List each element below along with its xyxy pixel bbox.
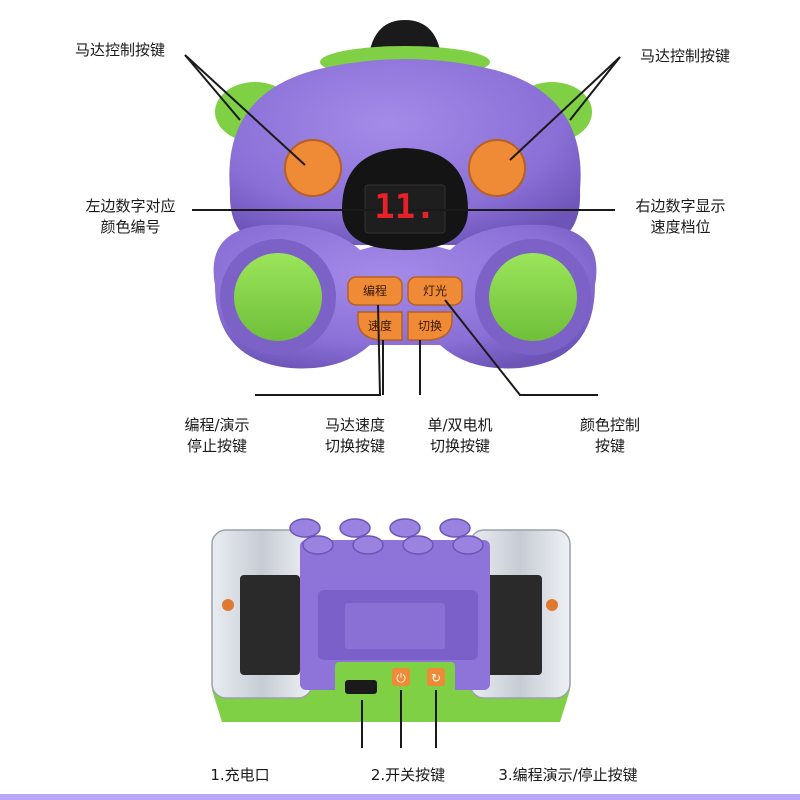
right-joystick-pad: [489, 253, 577, 341]
callout-left-number-line2: 颜色编号: [100, 218, 161, 236]
callout-program-demo: 编程/演示 停止按键: [162, 415, 272, 457]
left-joystick-pad: [234, 253, 322, 341]
callout-motor-speed-line2: 切换按键: [324, 437, 385, 455]
bottom-accent-strip: [0, 794, 800, 800]
power-button: [392, 668, 410, 686]
label-power-button: 2.开关按键: [370, 766, 446, 784]
callout-single-double-line1: 单/双电机: [427, 416, 493, 434]
remote-controller: [213, 20, 597, 369]
switch-button-label[interactable]: 切换: [417, 319, 442, 333]
left-motor-button: [284, 139, 342, 197]
program-button: [347, 276, 403, 306]
battery-callout-lines: [361, 690, 437, 748]
callout-single-double: 单/双电机 切换按键: [410, 415, 510, 457]
light-button: [407, 276, 463, 306]
speed-button-label[interactable]: 速度: [367, 319, 392, 333]
callout-lines: [184, 54, 621, 396]
program-stop-button: [427, 668, 445, 686]
callout-left-number: 左边数字对应 颜色编号: [68, 196, 193, 238]
display-digits: 11.: [374, 187, 436, 227]
callout-motor-speed-line1: 马达速度: [324, 416, 385, 434]
switch-button: [407, 311, 453, 341]
callout-single-double-line2: 切换按键: [429, 437, 490, 455]
callout-right-number: 右边数字显示 速度档位: [618, 196, 743, 238]
lego-studs: [289, 518, 484, 555]
battery-box: ⏻ ↻: [211, 518, 571, 722]
callout-motor-left: 马达控制按键: [74, 41, 165, 59]
charge-port: [345, 680, 377, 694]
callout-right-number-line1: 右边数字显示: [635, 197, 726, 215]
callout-program-demo-line1: 编程/演示: [184, 416, 250, 434]
light-button-label[interactable]: 灯光: [422, 284, 447, 298]
callout-color-control-line1: 颜色控制: [579, 416, 640, 434]
callout-motor-speed: 马达速度 切换按键: [310, 415, 400, 457]
label-charge-port: 1.充电口: [210, 766, 270, 784]
callout-program-demo-line2: 停止按键: [186, 437, 247, 455]
callout-color-control-line2: 按键: [594, 437, 625, 455]
callout-color-control: 颜色控制 按键: [560, 415, 660, 457]
right-motor-button: [468, 139, 526, 197]
callout-left-number-line1: 左边数字对应: [85, 197, 176, 215]
label-program-button: 3.编程演示/停止按键: [498, 766, 638, 784]
callout-right-number-line2: 速度档位: [650, 218, 711, 236]
svg-text:↻: ↻: [431, 671, 441, 685]
speed-button: [357, 311, 403, 341]
svg-text:⏻: ⏻: [396, 671, 406, 685]
program-button-label[interactable]: 编程: [362, 284, 387, 298]
callout-motor-right: 马达控制按键: [639, 47, 730, 65]
